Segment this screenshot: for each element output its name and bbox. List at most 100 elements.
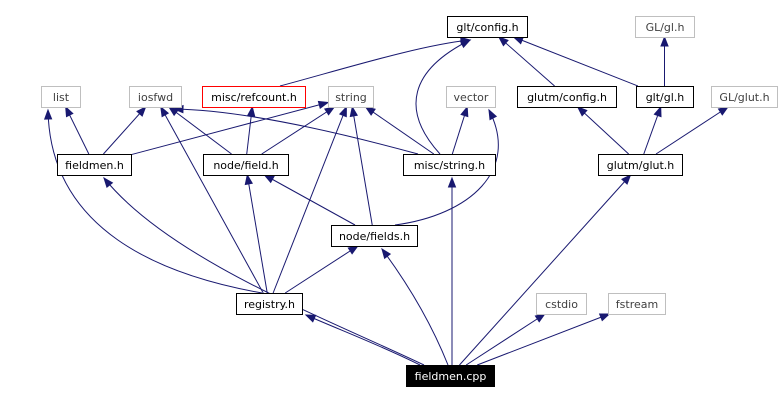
arrow-head: [349, 105, 358, 118]
edge-line: [246, 174, 268, 294]
node-box: [57, 154, 132, 176]
node-label: string: [335, 91, 367, 104]
node-fieldmen-h[interactable]: fieldmen.h: [57, 154, 132, 176]
edge-registry-to-iosfwd: [160, 105, 264, 294]
node-box: [202, 86, 306, 108]
edge-line: [577, 106, 629, 155]
edge-line: [284, 245, 359, 294]
edge-line: [459, 174, 631, 366]
arrow-head: [460, 36, 472, 46]
node-box: [447, 16, 528, 38]
edge-node-fields-to-vector: [394, 108, 499, 226]
node-glt-config[interactable]: glt/config.h: [447, 16, 528, 38]
edge-glutm-glut-to-gl-glut: [655, 106, 730, 155]
arrow-head: [160, 105, 170, 118]
edge-glutm-config-to-glt-config: [497, 36, 555, 87]
edge-node-field-to-misc-refcount: [246, 105, 256, 155]
arrow-head: [103, 176, 114, 189]
node-layer: glt/config.h GL/gl.h list iosfwd misc/refcou…: [41, 16, 778, 387]
edge-line: [103, 177, 425, 366]
edge-registry-to-node-field: [244, 173, 268, 294]
edge-line: [279, 39, 471, 87]
edge-misc-refcount-to-glt-config: [279, 36, 472, 87]
node-box: [636, 86, 694, 108]
arrow-head: [621, 173, 632, 185]
node-label: GL/glut.h: [719, 91, 769, 104]
node-node-field[interactable]: node/field.h: [203, 154, 289, 176]
node-box: [203, 154, 289, 176]
node-cstdio[interactable]: cstdio: [536, 293, 587, 315]
arrow-head: [460, 105, 469, 118]
edge-glutm-glut-to-glutm-config: [576, 106, 629, 155]
node-box: [406, 365, 495, 387]
arrow-head: [717, 106, 730, 116]
node-label: vector: [454, 91, 489, 104]
arrow-head: [304, 314, 317, 323]
edge-line: [415, 39, 471, 155]
node-box: [331, 225, 418, 247]
node-label: fstream: [616, 298, 658, 311]
arrow-head: [598, 313, 611, 322]
node-label: glt/gl.h: [646, 91, 685, 104]
edge-layer: [43, 35, 730, 366]
arrow-head: [364, 106, 376, 116]
node-label: misc/string.h: [414, 159, 485, 172]
arrow-head: [534, 313, 546, 323]
arrow-head: [660, 35, 669, 47]
node-box: [446, 86, 496, 108]
node-iosfwd[interactable]: iosfwd: [129, 86, 182, 108]
node-fstream[interactable]: fstream: [608, 293, 666, 315]
edge-misc-string-to-string: [364, 106, 435, 155]
node-node-fields[interactable]: node/fields.h: [331, 225, 418, 247]
node-glutm-config[interactable]: glutm/config.h: [517, 86, 617, 108]
node-fieldmen-cpp[interactable]: fieldmen.cpp: [406, 365, 495, 387]
node-label: fieldmen.h: [65, 159, 124, 172]
edge-glt-gl-to-glt-config: [512, 36, 639, 87]
edge-fieldmen-h-to-iosfwd: [103, 105, 147, 155]
edge-line: [173, 108, 419, 155]
node-box: [403, 154, 496, 176]
arrow-head: [244, 173, 253, 186]
node-box: [328, 86, 374, 108]
edge-registry-to-node-fields: [284, 245, 359, 294]
edge-glutm-glut-to-glt-gl: [643, 105, 662, 155]
arrow-head: [347, 245, 359, 255]
edge-fieldmen-cpp-to-cstdio: [465, 313, 546, 366]
node-gl-glut[interactable]: GL/glut.h: [711, 86, 778, 108]
edge-node-fields-to-node-field: [263, 174, 356, 226]
node-vector[interactable]: vector: [446, 86, 496, 108]
edge-registry-to-list: [43, 108, 263, 294]
node-box: [517, 86, 617, 108]
node-misc-string[interactable]: misc/string.h: [403, 154, 496, 176]
node-glt-gl[interactable]: glt/gl.h: [636, 86, 694, 108]
node-string[interactable]: string: [328, 86, 374, 108]
node-label: misc/refcount.h: [211, 91, 297, 104]
node-list[interactable]: list: [41, 86, 81, 108]
edge-line: [381, 248, 449, 366]
edge-fieldmen-h-to-string: [130, 100, 330, 156]
edge-fieldmen-h-to-list: [65, 105, 90, 155]
node-glutm-glut[interactable]: glutm/glut.h: [598, 154, 683, 176]
edge-line: [394, 109, 499, 226]
node-label: fieldmen.cpp: [415, 370, 487, 383]
edge-line: [351, 106, 373, 226]
node-box: [608, 293, 666, 315]
arrow-head: [381, 247, 392, 260]
node-misc-refcount[interactable]: misc/refcount.h: [202, 86, 306, 108]
node-label: registry.h: [244, 298, 295, 311]
edge-fieldmen-cpp-to-fieldmen-h: [103, 176, 425, 366]
node-gl-gl[interactable]: GL/gl.h: [635, 16, 695, 38]
edge-line: [168, 106, 232, 155]
node-registry[interactable]: registry.h: [236, 293, 303, 315]
edge-node-fields-to-string: [349, 105, 373, 226]
arrow-head: [246, 105, 256, 117]
node-label: glutm/config.h: [527, 91, 607, 104]
edge-line: [513, 36, 639, 87]
edge-fieldmen-cpp-to-misc-string: [447, 176, 457, 365]
arrow-head: [317, 100, 330, 110]
edge-line: [130, 101, 329, 156]
node-label: cstdio: [545, 298, 578, 311]
node-label: glt/config.h: [456, 21, 518, 34]
edge-fieldmen-cpp-to-registry: [304, 314, 421, 366]
